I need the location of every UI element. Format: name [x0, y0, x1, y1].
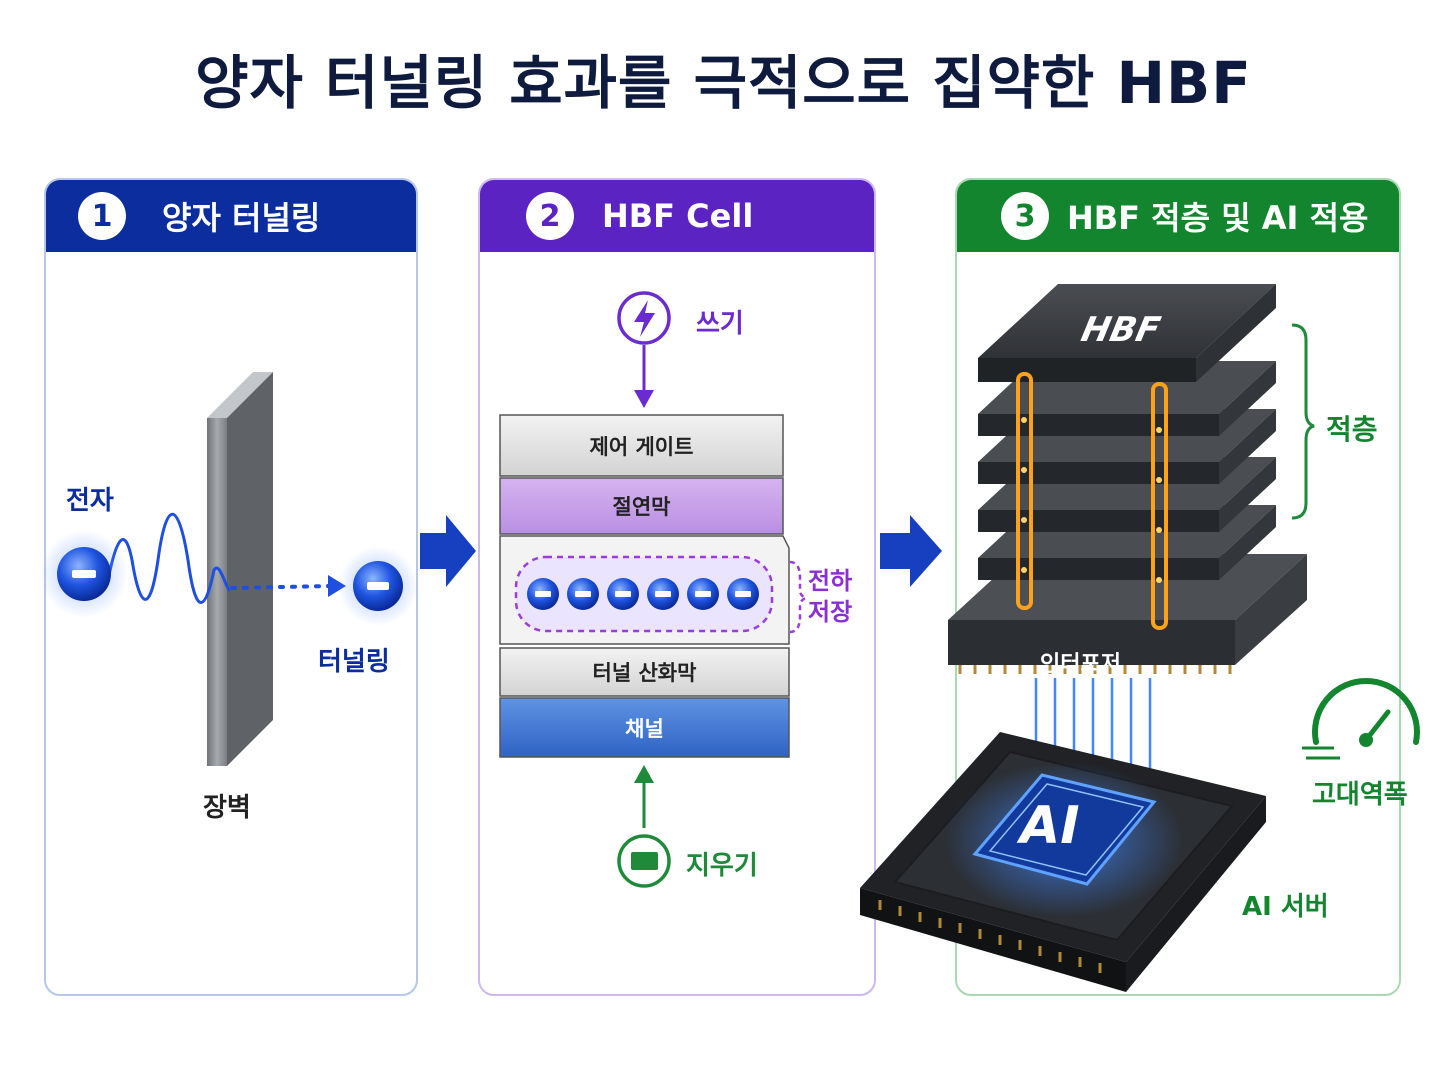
stored-electrons [527, 578, 759, 610]
electron-right [338, 546, 418, 626]
panel-title: 양자 터널링 [162, 199, 321, 237]
panel-header: 2 HBF Cell [480, 180, 874, 252]
arrow-panel1-to-panel2 [420, 515, 476, 587]
panel-title: HBF Cell [602, 197, 754, 235]
electron-label: 전자 [66, 486, 114, 516]
layer-insulator-label: 절연막 [612, 495, 671, 519]
layer-control-gate-shape [499, 414, 784, 477]
barrier-wall [207, 372, 273, 766]
write-label: 쓰기 [696, 309, 744, 339]
ai-chip [860, 732, 1266, 992]
layer-channel-label: 채널 [625, 716, 664, 741]
panel-header: 1 양자 터널링 [46, 180, 416, 252]
page-title: 양자 터널링 효과를 극적으로 집약한 HBF [195, 49, 1252, 117]
charge-label-line2: 저장 [808, 598, 853, 626]
layer-control-gate-label: 제어 게이트 [589, 434, 694, 459]
arrow-panel2-to-panel3 [880, 515, 942, 587]
layer-tunnel-oxide-label: 터널 산화막 [592, 661, 697, 685]
stack-bracket [1291, 323, 1315, 520]
write-lightning-icon [617, 291, 671, 345]
charge-label-line1: 전하 [808, 567, 853, 595]
ai-server-label: AI 서버 [1242, 892, 1329, 922]
tunneling-arrowhead [328, 575, 346, 597]
step-number-badge: 2 [526, 192, 574, 240]
write-arrowhead [634, 390, 654, 408]
charge-bracket [789, 560, 810, 634]
hbf-chip-label: HBF [1077, 310, 1164, 350]
step-number-badge: 3 [1001, 192, 1049, 240]
stack-label: 적층 [1326, 413, 1378, 446]
panel-title: HBF 적층 및 AI 적용 [1067, 199, 1369, 237]
tunneling-label: 터널링 [318, 647, 390, 677]
electron-wave [106, 512, 232, 604]
panel-header: 3 HBF 적층 및 AI 적용 [957, 180, 1399, 252]
electron-left [40, 530, 128, 618]
layer-insulator-shape [499, 477, 784, 535]
erase-arrowhead [634, 765, 654, 783]
speedometer-icon [1302, 678, 1420, 760]
layer-tunnel-oxide-shape [499, 647, 790, 697]
ai-chip-label: AI [1020, 796, 1080, 856]
step-number-badge: 1 [78, 192, 126, 240]
erase-label: 지우기 [686, 851, 758, 881]
interposer-label: 인터포저 [1040, 652, 1121, 677]
erase-icon [617, 834, 671, 888]
charge-storage-region [514, 555, 774, 633]
bandwidth-label: 고대역폭 [1312, 780, 1408, 810]
hbf-stack [948, 284, 1307, 674]
barrier-label: 장벽 [203, 793, 251, 823]
layer-channel-shape [499, 697, 790, 758]
charge-storage-label: 전하 저장 [808, 566, 852, 628]
tunneling-path [230, 584, 332, 590]
